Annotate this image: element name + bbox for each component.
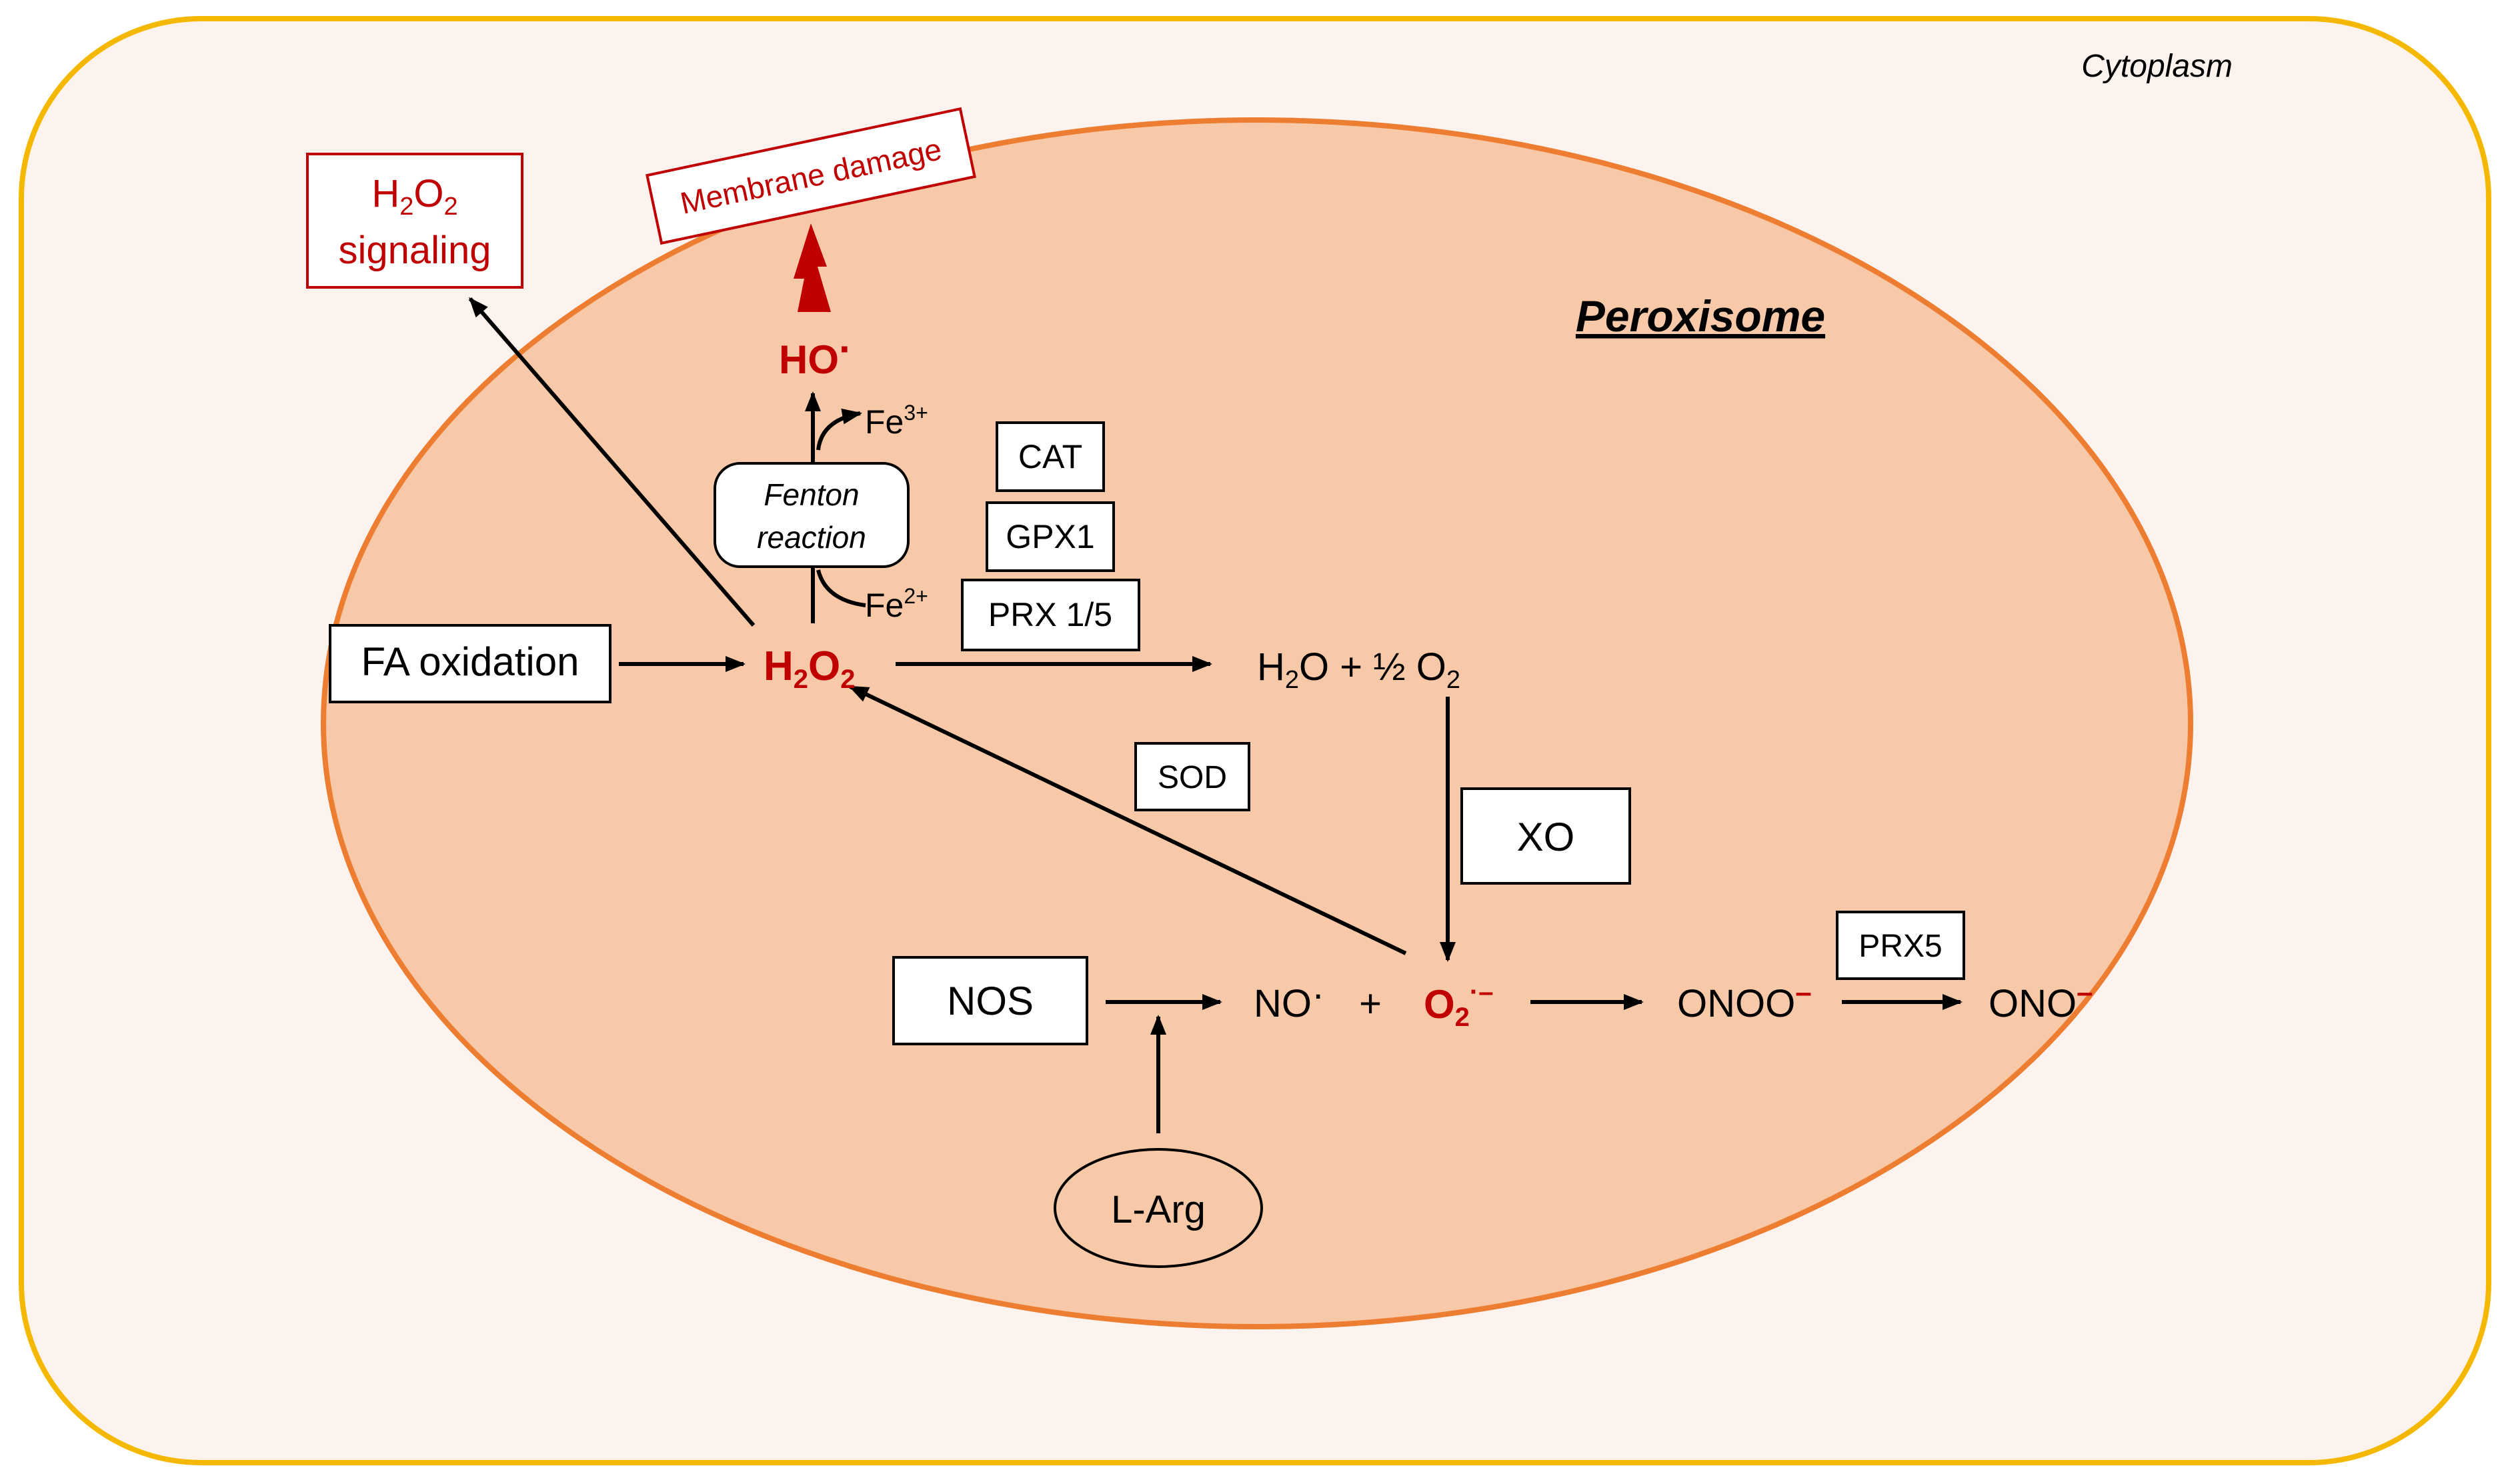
svg-text:PRX 1/5: PRX 1/5 [988, 596, 1112, 633]
cytoplasm-label: Cytoplasm [2081, 49, 2233, 84]
svg-text:Fenton: Fenton [764, 477, 859, 512]
h2o2-signaling-box: H2O2 signaling [306, 153, 523, 289]
peroxisome-region [321, 117, 2193, 1329]
hydroxyl-radical: HO· [779, 327, 852, 382]
peroxynitrite: ONOO– [1677, 976, 1812, 1025]
svg-text:signaling: signaling [339, 229, 491, 272]
peroxisome-label: Peroxisome [1576, 291, 1825, 341]
fe2-ion: Fe2+ [865, 584, 928, 624]
svg-text:H2O2: H2O2 [371, 172, 457, 221]
plus-sign: + [1359, 982, 1382, 1025]
arrow-superoxide-to-h2o2-sod [848, 685, 1407, 955]
gpx1-box: GPX1 [986, 501, 1115, 572]
fenton-reaction-box: Fenton reaction [714, 462, 910, 568]
prx15-box: PRX 1/5 [961, 579, 1140, 651]
svg-text:SOD: SOD [1158, 760, 1227, 795]
superoxide: O2·– [1424, 977, 1494, 1032]
nitric-oxide: NO· [1254, 973, 1324, 1025]
xo-box: XO [1460, 787, 1631, 885]
fa-oxidation-box: FA oxidation [329, 624, 611, 703]
svg-text:L-Arg: L-Arg [1111, 1188, 1206, 1231]
svg-text:FA oxidation: FA oxidation [361, 639, 579, 684]
damage-bolt-icon [794, 223, 831, 312]
prx5-box: PRX5 [1836, 911, 1965, 980]
svg-text:CAT: CAT [1018, 438, 1082, 475]
svg-text:reaction: reaction [757, 520, 866, 555]
arrow-h2o2-to-signaling [468, 297, 756, 627]
nos-box: NOS [892, 956, 1088, 1045]
svg-text:NOS: NOS [947, 979, 1034, 1023]
svg-text:PRX5: PRX5 [1858, 929, 1942, 964]
svg-text:XO: XO [1517, 815, 1575, 859]
nitrite: ONO– [1989, 976, 2093, 1025]
svg-text:GPX1: GPX1 [1006, 518, 1094, 555]
cat-box: CAT [996, 421, 1105, 492]
sod-box: SOD [1134, 742, 1250, 811]
water-and-oxygen: H2O + ½ O2 [1257, 645, 1460, 694]
l-arginine-ellipse: L-Arg [1054, 1148, 1263, 1268]
fe3-ion: Fe3+ [865, 401, 928, 441]
hydrogen-peroxide: H2O2 [764, 643, 856, 694]
arrow-fe3-release [816, 408, 862, 451]
arrow-fe2-input [816, 569, 866, 607]
